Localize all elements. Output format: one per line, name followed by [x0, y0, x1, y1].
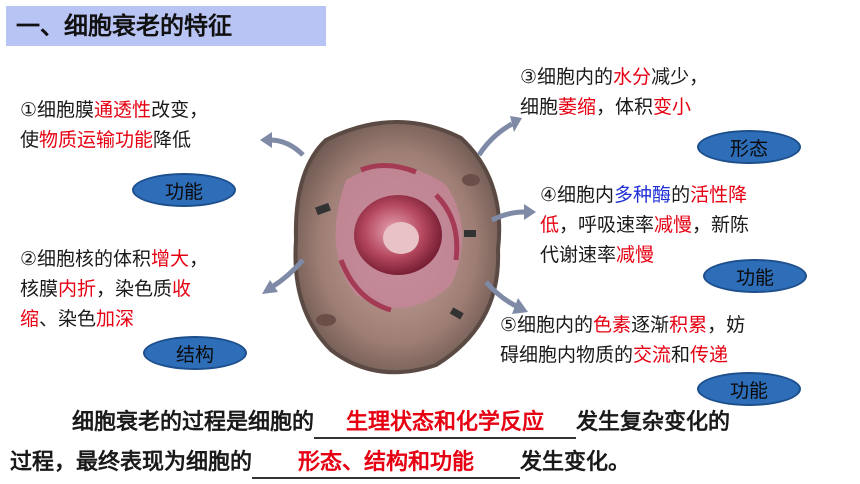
text: 过程，最终表现为细胞的	[10, 450, 253, 475]
text: 代谢速率	[540, 244, 617, 266]
badge-structure: 结构	[143, 336, 247, 370]
text: ，染色质	[96, 278, 173, 300]
badge-function-1: 功能	[132, 173, 236, 207]
text: ⑤细胞内的	[500, 314, 594, 336]
keyword: 低	[540, 214, 560, 236]
text: ①细胞膜	[20, 99, 95, 121]
text: 降低	[153, 129, 192, 151]
keyword: 活性降	[690, 184, 748, 206]
item-enzyme: ④细胞内多种酶的活性降 低，呼吸速率减慢，新陈 代谢速率减慢	[540, 180, 749, 270]
keyword: 收	[172, 278, 192, 300]
text: 和	[671, 344, 691, 366]
text: ，呼吸速率	[559, 214, 655, 236]
text: ④细胞内	[540, 184, 615, 206]
item-water: ③细胞内的水分减少， 细胞萎缩，体积变小	[520, 62, 708, 122]
keyword: 色素	[593, 314, 632, 336]
text: 细胞	[520, 96, 559, 118]
answer-blank-1: 生理状态和化学反应	[314, 409, 577, 439]
text: 碍细胞内物质的	[500, 344, 634, 366]
text: 减少，	[651, 66, 709, 88]
item-membrane: ①细胞膜通透性改变， 使物质运输功能降低	[20, 95, 208, 155]
badge-function-3: 功能	[697, 372, 801, 406]
keyword: 减慢	[654, 214, 693, 236]
badge-morphology: 形态	[697, 130, 801, 164]
item-pigment: ⑤细胞内的色素逐渐积累，妨 碍细胞内物质的交流和传递	[500, 310, 745, 370]
text: 的	[671, 184, 691, 206]
summary-line-1: 细胞衰老的过程是细胞的生理状态和化学反应发生复杂变化的	[72, 404, 730, 439]
section-title: 一、细胞衰老的特征	[6, 6, 326, 46]
keyword: 增大	[151, 248, 190, 270]
arrow-to-item2-icon	[262, 258, 305, 294]
text: 改变，	[151, 99, 209, 121]
text: ，新陈	[692, 214, 750, 236]
keyword: 加深	[96, 308, 135, 330]
text: ②细胞核的体积	[20, 248, 152, 270]
keyword: 减慢	[616, 244, 655, 266]
arrow-to-item3-icon	[476, 116, 522, 157]
keyword: 物质运输功能	[39, 129, 154, 151]
text: ，	[189, 248, 209, 270]
text: 细胞衰老的过程是细胞的	[72, 410, 315, 435]
text: 发生复杂变化的	[576, 410, 731, 435]
keyword: 通透性	[94, 99, 152, 121]
keyword: 缩	[20, 308, 40, 330]
keyword: 多种酶	[614, 184, 672, 206]
keyword: 水分	[613, 66, 652, 88]
answer-blank-2: 形态、结构和功能	[252, 449, 521, 479]
text: ，体积	[596, 96, 654, 118]
arrow-to-item5-icon	[484, 280, 528, 314]
text: 使	[20, 129, 40, 151]
text: 发生变化。	[520, 450, 631, 475]
keyword: 内折	[58, 278, 97, 300]
keyword: 积累	[669, 314, 708, 336]
text: ，妨	[707, 314, 746, 336]
text: 核膜	[20, 278, 59, 300]
badge-function-2: 功能	[703, 259, 807, 293]
keyword: 萎缩	[558, 96, 597, 118]
arrow-to-item4-icon	[490, 204, 536, 223]
keyword: 传递	[690, 344, 729, 366]
text: 、染色	[39, 308, 97, 330]
aging-cell-illustration	[293, 120, 502, 375]
text: ③细胞内的	[520, 66, 614, 88]
item-nucleus: ②细胞核的体积增大， 核膜内折，染色质收 缩、染色加深	[20, 244, 208, 334]
keyword: 变小	[653, 96, 692, 118]
text: 逐渐	[631, 314, 670, 336]
keyword: 交流	[633, 344, 672, 366]
arrow-to-item1-icon	[260, 132, 305, 157]
summary-line-2: 过程，最终表现为细胞的形态、结构和功能发生变化。	[10, 444, 630, 479]
